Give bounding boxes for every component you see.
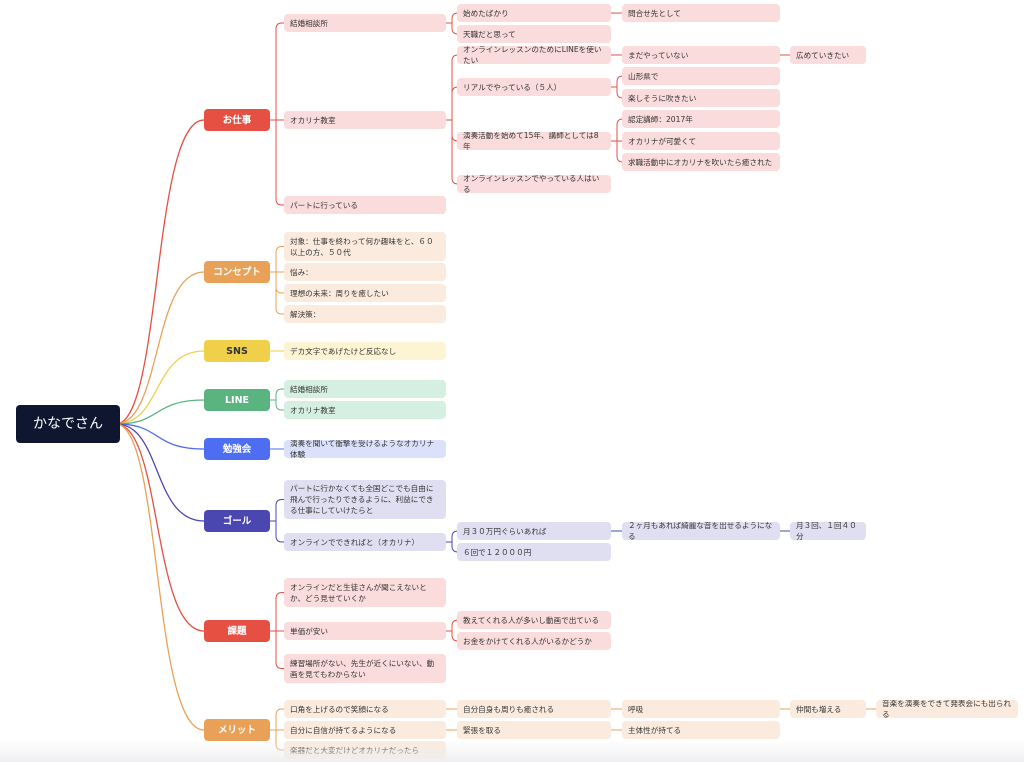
link-root-m5 [115,423,205,450]
subtopic-node-m1b3[interactable]: 演奏活動を始めて15年、講師としては8年 [457,132,611,150]
topic-node-m1[interactable]: お仕事 [204,109,270,131]
topic-node-m4[interactable]: LINE [204,389,270,411]
subtopic-node-m1a[interactable]: 結婚相談所 [284,14,446,32]
link-m7-m7a [270,592,284,632]
topic-node-m3[interactable]: SNS [204,340,270,362]
subtopic-node-m1a1[interactable]: 始めたばかり [457,4,611,22]
subtopic-node-m6a[interactable]: パートに行かなくても全国どこでも自由に飛んで行ったりできるように、利益にできる仕… [284,480,446,519]
topic-node-m5[interactable]: 勉強会 [204,438,270,460]
subtopic-node-m1b1a[interactable]: まだやっていない [622,46,780,64]
subtopic-node-m4b[interactable]: オカリナ教室 [284,401,446,419]
subtopic-node-m1b1a1[interactable]: 広めていきたい [790,46,866,64]
subtopic-node-m1c[interactable]: パートに行っている [284,196,446,214]
subtopic-node-m4a[interactable]: 結婚相談所 [284,380,446,398]
link-m1b-m1b4 [446,119,459,185]
link-m2-m2d [270,271,284,315]
link-root-m8 [115,423,205,731]
link-root-m3 [115,350,205,425]
link-root-m4 [115,399,205,425]
subtopic-node-m3a[interactable]: デカ文字であげたけど反応なし [284,342,446,360]
link-root-m1 [115,119,205,425]
subtopic-node-m7b1[interactable]: 教えてくれる人が多いし動画で出ている [457,611,611,629]
subtopic-node-m1a1a[interactable]: 問合せ先として [622,4,780,22]
subtopic-node-m7a[interactable]: オンラインだと生徒さんが聞こえないとか、どう見せていくか [284,578,446,607]
subtopic-node-m2a[interactable]: 対象：仕事を終わって何か趣味をと、６０以上の方、５０代 [284,232,446,261]
subtopic-node-m8a1a[interactable]: 呼吸 [622,700,780,718]
subtopic-node-m8a1a1[interactable]: 仲間も増える [790,700,866,718]
subtopic-node-m2c[interactable]: 理想の未来：周りを癒したい [284,284,446,302]
link-m6-m6a [270,499,284,522]
link-m8-m8a [270,708,284,731]
subtopic-node-m8a[interactable]: 口角を上げるので笑顔になる [284,700,446,718]
link-root-m6 [115,423,205,522]
topic-node-m7[interactable]: 課題 [204,620,270,642]
subtopic-node-m1a2[interactable]: 天職だと思って [457,25,611,43]
subtopic-node-m6b1a[interactable]: ２ヶ月もあれば綺麗な音を出せるようになる [622,522,780,540]
link-root-m2 [115,271,205,425]
link-m7-m7c [270,630,284,669]
topic-node-m2[interactable]: コンセプト [204,261,270,283]
link-m6-m6b [270,520,284,543]
link-m1-m1c [270,119,284,206]
subtopic-node-m2b[interactable]: 悩み： [284,263,446,281]
subtopic-node-m1b3b[interactable]: オカリナが可愛くて [622,132,780,150]
subtopic-node-m1b1[interactable]: オンラインレッスンのためにLINEを使いたい [457,46,611,64]
subtopic-node-m1b2[interactable]: リアルでやっている（５人） [457,78,611,96]
subtopic-node-m1b2a[interactable]: 山形県で [622,67,780,85]
subtopic-node-m6b1a1[interactable]: 月３回、１回４０分 [790,522,866,540]
link-m1-m1a [270,22,284,121]
subtopic-node-m8b[interactable]: 自分に自信が持てるようになる [284,721,446,739]
topic-node-m8[interactable]: メリット [204,719,270,741]
subtopic-node-m1b3c[interactable]: 求職活動中にオカリナを吹いたら癒された [622,153,780,171]
root-node[interactable]: かなでさん [16,405,120,443]
subtopic-node-m2d[interactable]: 解決策： [284,305,446,323]
link-root-m7 [115,423,205,632]
subtopic-node-m6b2[interactable]: ６回で１２０００円 [457,543,611,561]
subtopic-node-m1b4[interactable]: オンラインレッスンでやっている人はいる [457,175,611,193]
subtopic-node-m8a1[interactable]: 自分自身も周りも癒される [457,700,611,718]
subtopic-node-m6b[interactable]: オンラインでできればと（オカリナ） [284,533,446,551]
link-m2-m2a [270,246,284,273]
link-m4-m4a [270,388,284,401]
subtopic-node-m1b3a[interactable]: 認定講師：2017年 [622,110,780,128]
subtopic-node-m1b[interactable]: オカリナ教室 [284,111,446,129]
subtopic-node-m8b1[interactable]: 緊張を取る [457,721,611,739]
subtopic-node-m7b2[interactable]: お金をかけてくれる人がいるかどうか [457,632,611,650]
subtopic-node-m5a[interactable]: 演奏を聞いて衝撃を受けるようなオカリナ体験 [284,440,446,458]
subtopic-node-m8a1a1a[interactable]: 音楽を演奏をできて発表会にも出られる [876,700,1018,718]
subtopic-node-m1b2b[interactable]: 楽しそうに吹きたい [622,89,780,107]
link-m4-m4b [270,399,284,411]
bottom-scroll-fade [0,740,1024,762]
subtopic-node-m7b[interactable]: 単価が安い [284,622,446,640]
subtopic-node-m7c[interactable]: 練習場所がない、先生が近くにいない、動画を見てもわからない [284,654,446,683]
subtopic-node-m8b1a[interactable]: 主体性が持てる [622,721,780,739]
topic-node-m6[interactable]: ゴール [204,510,270,532]
subtopic-node-m6b1[interactable]: 月３０万円ぐらいあれば [457,522,611,540]
link-m2-m2c [270,271,284,294]
